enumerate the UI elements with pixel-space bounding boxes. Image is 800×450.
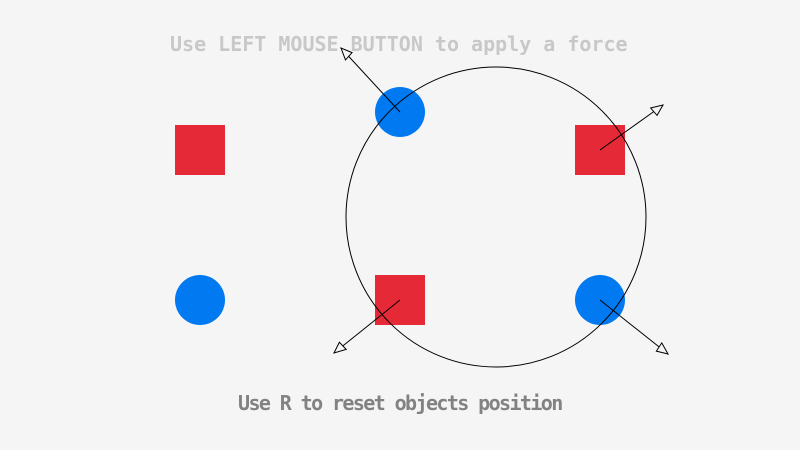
boundary-circle: [345, 66, 647, 368]
objects-layer: [175, 87, 625, 325]
force-arrows-layer: [333, 47, 670, 355]
blue-ball-left[interactable]: [175, 275, 225, 325]
force-arrow-blue-ball-bottom-right: [599, 299, 670, 355]
force-arrow-red-square-right: [599, 104, 665, 151]
force-arrow-red-square-center: [333, 299, 401, 354]
red-square-top-left[interactable]: [175, 125, 225, 175]
force-arrow-blue-ball-top: [340, 47, 401, 113]
instruction-reset: Use R to reset objects position: [238, 391, 563, 415]
instruction-apply-force: Use LEFT MOUSE BUTTON to apply a force: [170, 32, 628, 56]
boundary-layer: [345, 66, 647, 368]
